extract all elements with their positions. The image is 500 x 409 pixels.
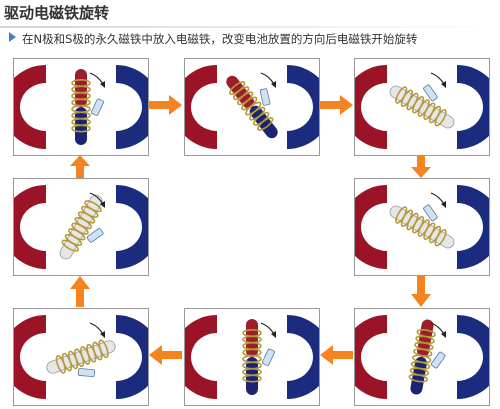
south-magnet <box>116 185 148 269</box>
bullet-triangle-icon <box>9 32 16 42</box>
north-magnet <box>185 315 217 399</box>
electromagnet-rotor <box>46 339 116 377</box>
south-magnet <box>457 65 489 149</box>
south-label: S <box>468 221 477 235</box>
south-magnet <box>116 65 148 149</box>
core-red-half <box>417 319 434 358</box>
south-magnet <box>287 65 319 149</box>
south-magnet <box>457 185 489 269</box>
coil-loop <box>242 374 262 383</box>
north-label: N <box>367 221 377 235</box>
electromagnet-rotor <box>242 319 275 395</box>
arrow-up-icon <box>70 276 90 307</box>
north-magnet <box>355 65 387 149</box>
rotation-arrow-icon <box>430 322 445 335</box>
coil-loop <box>71 124 91 133</box>
battery-icon <box>261 348 275 366</box>
electromagnet-rotor <box>408 319 446 395</box>
south-label: S <box>468 351 477 365</box>
north-magnet <box>14 315 46 399</box>
subtitle: 在N极和S极的永久磁铁中放入电磁铁，改变电池放置的方向后电磁铁开始旋转 <box>9 31 418 47</box>
north-magnet <box>185 65 217 149</box>
rotation-arrow-icon <box>260 72 275 85</box>
north-label: N <box>197 101 207 115</box>
arrow-right-icon <box>149 95 182 115</box>
battery-icon <box>423 204 438 222</box>
core-white <box>389 205 455 249</box>
south-label: S <box>127 221 136 235</box>
south-label: S <box>298 101 307 115</box>
north-label: N <box>197 351 207 365</box>
electromagnet-rotor <box>59 194 104 260</box>
rotation-arrow-icon <box>260 322 275 335</box>
page-title: 驱动电磁铁旋转 <box>4 4 110 22</box>
rotation-arrow-icon <box>430 192 445 205</box>
arrow-down-icon <box>411 155 431 178</box>
core-white <box>59 194 103 260</box>
subtitle-text: 在N极和S极的永久磁铁中放入电磁铁，改变电池放置的方向后电磁铁开始旋转 <box>22 32 418 46</box>
north-label: N <box>26 101 36 115</box>
electromagnet-rotor <box>226 75 278 139</box>
coil-loop <box>434 108 447 127</box>
battery-icon <box>259 88 271 106</box>
battery-icon <box>423 84 438 102</box>
north-label: N <box>367 351 377 365</box>
rotation-arrow-icon <box>430 72 445 85</box>
electromagnet-rotor <box>71 69 104 145</box>
south-label: S <box>127 101 136 115</box>
south-magnet <box>457 315 489 399</box>
arrow-down-icon <box>411 276 431 307</box>
battery-icon <box>430 351 446 369</box>
rotation-arrow-icon <box>89 322 104 335</box>
battery-icon <box>90 98 104 116</box>
electromagnet-rotor <box>389 204 455 249</box>
title-divider <box>0 26 500 28</box>
north-magnet <box>355 315 387 399</box>
coil-loop <box>55 355 66 374</box>
north-magnet <box>14 185 46 269</box>
north-magnet <box>14 65 46 149</box>
north-magnet <box>355 185 387 269</box>
electromagnet-rotor <box>389 84 455 129</box>
north-label: N <box>26 221 36 235</box>
coil-loop <box>434 228 447 247</box>
battery-icon <box>86 228 104 243</box>
coil-loop <box>61 239 80 252</box>
south-label: S <box>298 351 307 365</box>
coil-loop <box>408 373 428 383</box>
battery-icon <box>77 368 95 377</box>
north-label: N <box>26 351 36 365</box>
arrow-left-icon <box>149 345 182 365</box>
coil-loop <box>257 117 274 131</box>
arrow-up-icon <box>70 155 90 178</box>
arrow-left-icon <box>320 345 353 365</box>
north-label: N <box>367 101 377 115</box>
south-magnet <box>116 315 148 399</box>
rotation-arrow-icon <box>89 192 104 205</box>
arrow-right-icon <box>320 95 353 115</box>
south-magnet <box>287 315 319 399</box>
core-white <box>389 85 455 129</box>
core-red-half <box>246 319 258 357</box>
south-label: S <box>127 351 136 365</box>
south-label: S <box>468 101 477 115</box>
rotation-arrow-icon <box>89 72 104 85</box>
core-red-half <box>75 69 87 107</box>
